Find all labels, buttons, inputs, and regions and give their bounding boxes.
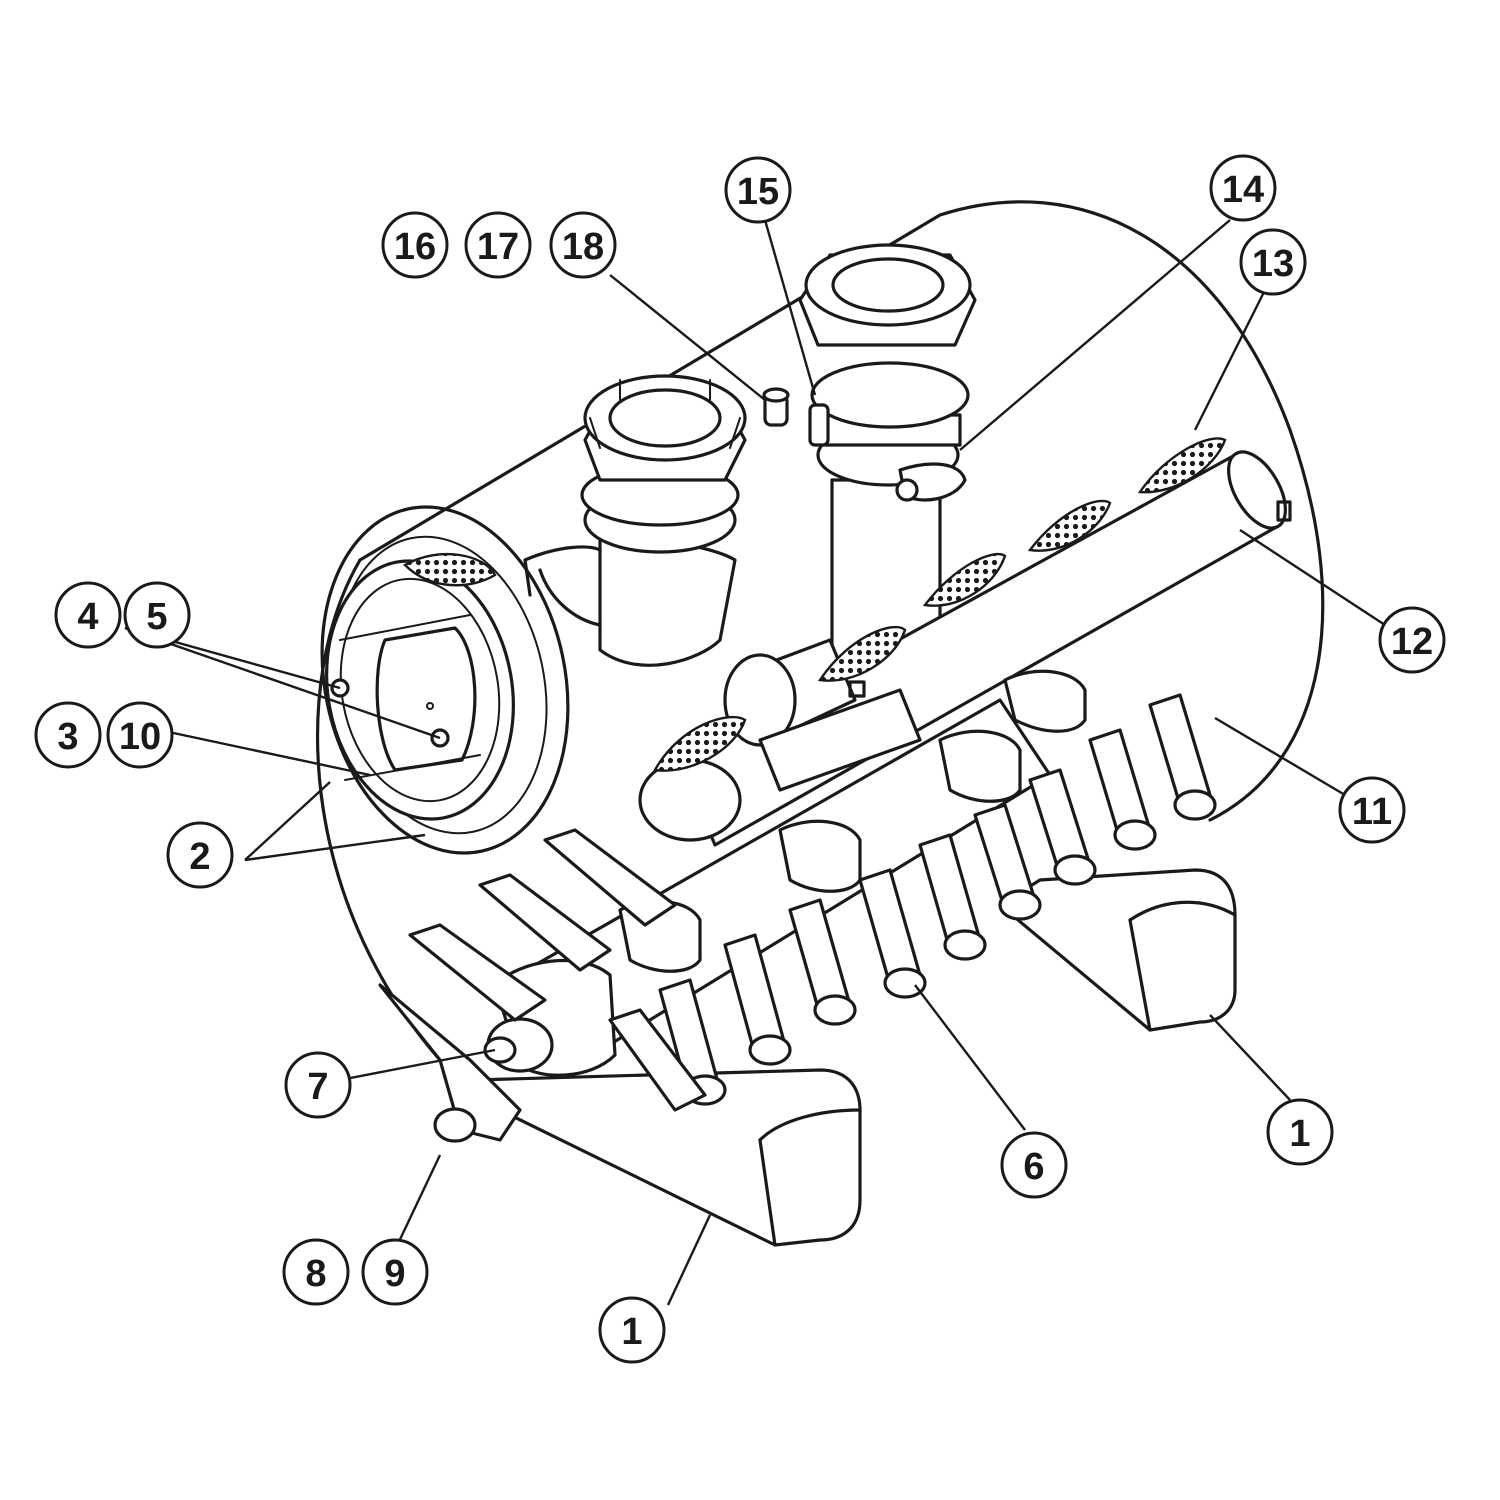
- svg-text:12: 12: [1391, 621, 1433, 663]
- svg-text:17: 17: [477, 226, 519, 268]
- svg-text:15: 15: [737, 171, 779, 213]
- callout-6: 6: [1000, 1131, 1068, 1199]
- support-leg-front: [473, 1068, 862, 1247]
- svg-text:5: 5: [146, 596, 167, 638]
- callout-1-front: 1: [598, 1296, 666, 1364]
- svg-text:9: 9: [384, 1253, 405, 1295]
- callout-17: 17: [464, 211, 532, 279]
- callout-12: 12: [1378, 606, 1446, 674]
- callout-18: 18: [549, 211, 617, 279]
- svg-text:13: 13: [1252, 243, 1294, 285]
- callout-13: 13: [1239, 228, 1307, 296]
- callout-7: 7: [284, 1051, 352, 1119]
- callout-14: 14: [1209, 154, 1277, 222]
- svg-text:2: 2: [189, 836, 210, 878]
- callout-10: 10: [106, 701, 174, 769]
- svg-text:18: 18: [562, 226, 604, 268]
- callout-11: 11: [1338, 776, 1406, 844]
- svg-text:8: 8: [305, 1253, 326, 1295]
- callout-2: 2: [166, 821, 234, 889]
- leader-lines: [124, 219, 1386, 1306]
- callout-1-rear: 1: [1266, 1098, 1334, 1166]
- front-cover-assembly: [325, 552, 515, 821]
- callout-5: 5: [123, 581, 191, 649]
- svg-text:11: 11: [1352, 791, 1392, 833]
- svg-text:6: 6: [1023, 1146, 1044, 1188]
- callout-3: 3: [34, 701, 102, 769]
- callout-8: 8: [282, 1238, 350, 1306]
- fingertip-laterals: [408, 693, 1217, 1112]
- upper-laterals: [653, 437, 1227, 772]
- svg-text:1: 1: [621, 1311, 642, 1353]
- callout-4: 4: [54, 581, 122, 649]
- support-leg-rear: [998, 868, 1237, 1032]
- svg-text:1: 1: [1289, 1113, 1310, 1155]
- callout-16: 16: [381, 211, 449, 279]
- left-valve-assembly: [523, 374, 747, 667]
- upper-manifold: [638, 450, 1292, 847]
- callout-15: 15: [724, 156, 792, 224]
- svg-text:14: 14: [1222, 169, 1264, 211]
- svg-text:16: 16: [394, 226, 436, 268]
- right-valve-assembly: [762, 243, 977, 662]
- top-lateral: [403, 552, 497, 587]
- lower-manifold: [378, 669, 1217, 1143]
- svg-text:3: 3: [57, 716, 78, 758]
- svg-text:10: 10: [119, 716, 161, 758]
- callout-9: 9: [361, 1238, 429, 1306]
- svg-text:7: 7: [307, 1066, 328, 1108]
- svg-text:4: 4: [77, 596, 98, 638]
